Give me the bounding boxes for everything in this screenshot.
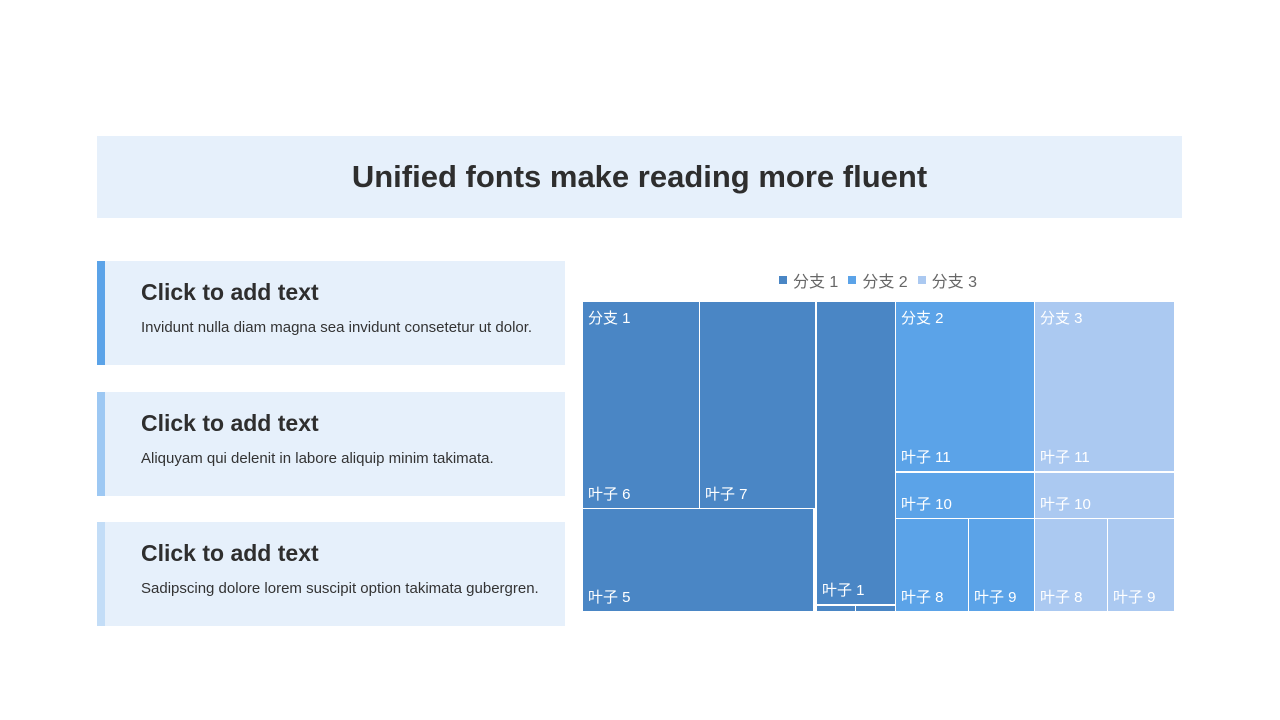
treemap-tile: 叶子 6 [583,302,699,508]
tile-label: 叶子 11 [1040,449,1090,466]
treemap-tile: 叶子 7 [700,302,815,508]
treemap-tile: 叶子 8 [1035,519,1107,611]
legend-item: 分支 3 [917,268,978,292]
legend-label: 分支 3 [931,274,978,291]
branch-label: 分支 3 [1040,310,1083,327]
tile-label: 叶子 8 [1040,589,1083,606]
treemap-tile: 叶子 1 [817,302,895,604]
legend-label: 分支 1 [792,274,839,291]
treemap-tile: 叶子 8 [896,519,968,611]
card-body[interactable]: Invidunt nulla diam magna sea invidunt c… [141,319,533,336]
branch-label: 分支 2 [901,310,944,327]
treemap-chart: 叶子 6 叶子 7 叶子 5 叶子 1 分支 1 叶子 11 叶子 10 叶子 8 叶子 9 分支… [583,302,1174,611]
tile-label: 叶子 11 [901,449,951,466]
legend-swatch [848,276,857,284]
tile-label: 叶子 1 [822,582,865,599]
tile-label: 叶子 6 [588,486,631,503]
treemap-tile [817,606,855,611]
treemap-tile: 叶子 11 [896,302,1034,471]
treemap-tile: 叶子 10 [896,473,1034,518]
card-accent-bar [97,392,105,496]
card-heading[interactable]: Click to add text [141,279,319,305]
treemap-tile: 叶子 11 [1035,302,1174,471]
tile-label: 叶子 10 [1040,496,1091,513]
text-card-2[interactable]: Click to add text Aliquyam qui delenit i… [97,392,565,496]
treemap-tile [856,606,895,611]
text-card-3[interactable]: Click to add text Sadipscing dolore lore… [97,522,565,626]
treemap-tile: 叶子 9 [1108,519,1174,611]
legend-item: 分支 1 [778,268,839,292]
card-accent-bar [97,261,105,365]
tile-label: 叶子 8 [901,589,944,606]
tile-label: 叶子 5 [588,589,631,606]
branch-label: 分支 1 [588,310,631,327]
treemap-tile: 叶子 9 [969,519,1034,611]
card-body[interactable]: Aliquyam qui delenit in labore aliquip m… [141,450,494,467]
treemap-tile: 叶子 10 [1035,473,1174,518]
card-heading[interactable]: Click to add text [141,540,319,566]
tile-label: 叶子 9 [1113,589,1156,606]
page-title: Unified fonts make reading more fluent [351,159,928,194]
card-accent-bar [97,522,105,626]
legend-swatch [917,276,926,284]
text-card-1[interactable]: Click to add text Invidunt nulla diam ma… [97,261,565,365]
tile-label: 叶子 9 [974,589,1017,606]
legend-swatch [778,276,787,284]
legend-item: 分支 2 [848,268,908,292]
tile-label: 叶子 10 [901,496,952,513]
title-banner: Unified fonts make reading more fluent [97,136,1182,218]
treemap-tile: 叶子 5 [583,509,813,611]
card-body[interactable]: Sadipscing dolore lorem suscipit option … [141,580,539,597]
tile-label: 叶子 7 [705,486,748,503]
card-heading[interactable]: Click to add text [141,410,319,436]
chart-legend: 分支 1 分支 2 分支 3 [583,268,1173,292]
legend-label: 分支 2 [862,274,908,291]
